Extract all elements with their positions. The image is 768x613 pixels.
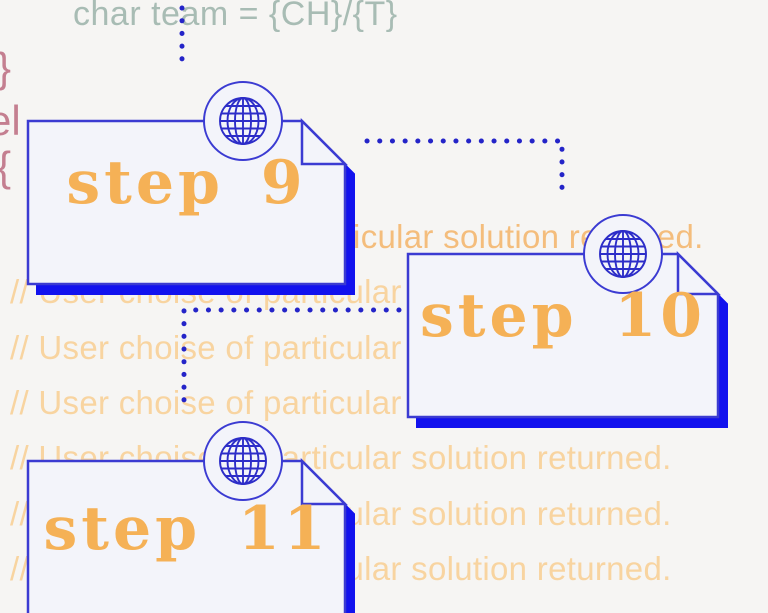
code-line-top: char team = {CH}/{T} [73,0,398,33]
page-curl-icon [300,117,349,166]
connector-step-10-to-step-11 [181,307,402,405]
code-fragment-brace-open: { [0,143,11,191]
card-title-step-10: step 10 [419,280,706,351]
card-title-step-9: step 9 [66,147,307,218]
code-fragment-brace-close: } [0,44,11,92]
page-curl-icon [300,457,349,506]
page-curl-icon [676,250,722,296]
code-fragment-el: el [0,97,21,144]
card-step-9 [26,77,355,295]
card-step-11 [26,417,355,613]
card-step-10 [406,210,728,428]
card-title-step-11: step 11 [43,493,330,564]
connector-step-9-to-step-10 [364,138,565,201]
